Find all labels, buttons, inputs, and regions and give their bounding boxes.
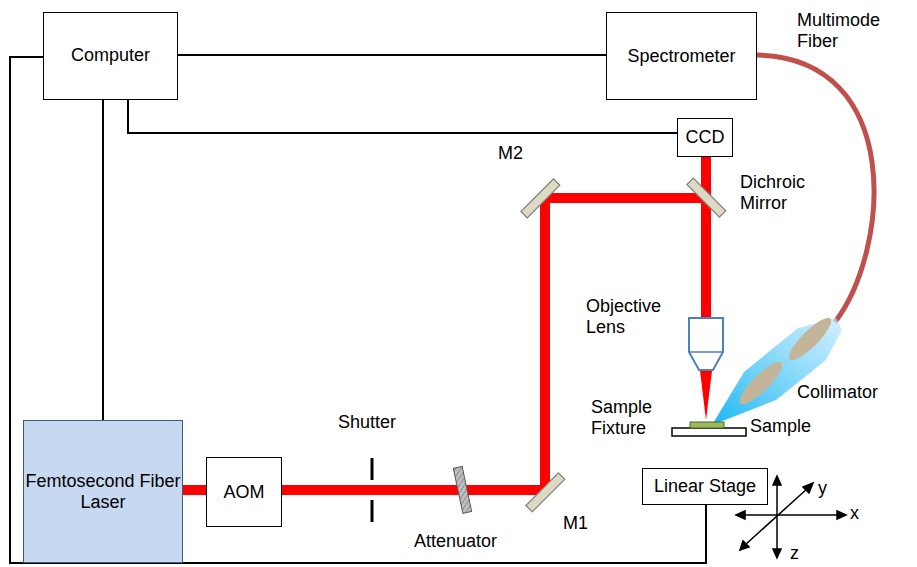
mirror bbox=[526, 473, 565, 512]
mirror-label: Dichroic Mirror bbox=[740, 172, 824, 213]
fiber-label: Multimode Fiber bbox=[797, 10, 897, 51]
stage-top bbox=[662, 437, 663, 468]
node-text: Femtosecond Fiber Laser bbox=[24, 471, 182, 512]
signal-wire bbox=[10, 57, 706, 563]
axis-label: x bbox=[850, 503, 859, 524]
shutter bbox=[371, 500, 374, 522]
node-text: Computer bbox=[71, 45, 150, 66]
collimator-lens bbox=[735, 357, 787, 409]
signal-wire bbox=[128, 100, 677, 133]
laser-beam bbox=[282, 198, 706, 490]
signal-wire bbox=[178, 54, 606, 56]
axis-label: z bbox=[790, 543, 799, 564]
collimator-label: Collimator bbox=[797, 382, 878, 403]
mirror-label: M2 bbox=[498, 143, 523, 164]
sample-fixture bbox=[672, 428, 746, 436]
lens-label: Objective Lens bbox=[586, 296, 682, 337]
shutter bbox=[371, 458, 374, 480]
node-text: Linear Stage bbox=[654, 476, 756, 497]
node-text: Spectrometer bbox=[627, 46, 735, 67]
ccd-box: CCD bbox=[677, 118, 733, 157]
dichroic-mirror bbox=[687, 178, 726, 217]
laser-box: Femtosecond Fiber Laser bbox=[23, 420, 183, 563]
collimator-lens bbox=[784, 313, 836, 365]
shutter-label: Shutter bbox=[338, 412, 396, 433]
fixture-label: Sample Fixture bbox=[591, 397, 667, 438]
axis-label: y bbox=[818, 478, 827, 499]
attenuator-label: Attenuator bbox=[414, 531, 497, 552]
node-text: AOM bbox=[223, 482, 264, 503]
node-text: CCD bbox=[686, 127, 725, 148]
mirror-label: M1 bbox=[563, 513, 588, 534]
signal-wire bbox=[102, 100, 104, 420]
mirror bbox=[521, 179, 560, 218]
focused-beam bbox=[700, 371, 712, 420]
laser-beam bbox=[183, 485, 206, 495]
spectrometer-box: Spectrometer bbox=[606, 12, 757, 100]
sample-label: Sample bbox=[750, 416, 811, 437]
attenuator bbox=[453, 466, 471, 513]
objective-lens bbox=[689, 318, 723, 370]
computer-box: Computer bbox=[43, 12, 178, 100]
linear-stage-box: Linear Stage bbox=[642, 468, 768, 505]
aom-box: AOM bbox=[206, 457, 282, 527]
sample bbox=[690, 422, 724, 428]
objective-lens bbox=[689, 351, 723, 353]
